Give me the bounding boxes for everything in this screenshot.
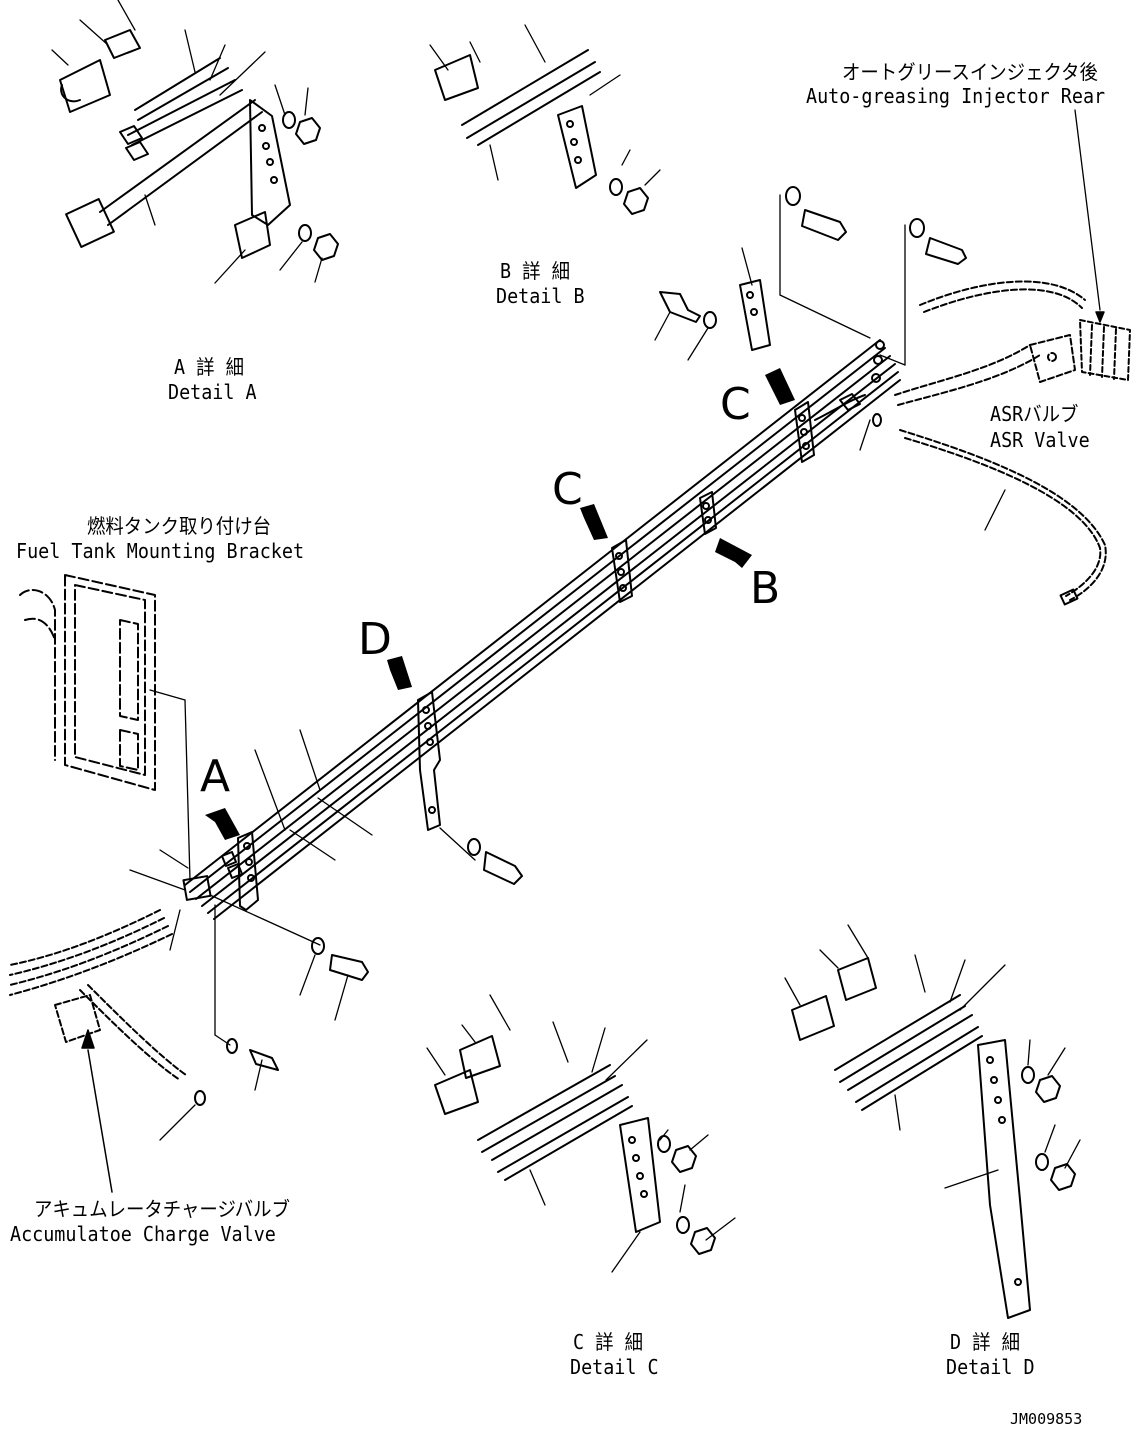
fuel-tank-label-jp: 燃料タンク取り付け台: [87, 514, 271, 538]
detail-c-title-jp: C 詳 細: [573, 1330, 644, 1354]
detail-a-title-en: Detail A: [168, 380, 257, 404]
detail-c-drawing: [434, 1035, 716, 1255]
bracket-d-bolt: [467, 838, 523, 885]
bracket-a-bolt: [311, 937, 369, 981]
bracket-a-main: [221, 831, 259, 911]
arrows: [205, 368, 795, 840]
callout-b: B: [750, 563, 781, 614]
leader-lines-main: [129, 109, 1101, 1141]
fuel-tank-bracket: [19, 574, 156, 791]
detail-a-leaders: [51, 0, 323, 284]
right-end-fittings: [814, 340, 885, 427]
accumulator-label-en: Accumulatoe Charge Valve: [10, 1222, 276, 1246]
grease-leader-arrow: [1095, 311, 1105, 323]
asr-hose: [899, 429, 1107, 606]
hoses-to-injector: [894, 280, 1086, 406]
detail-d-title-en: Detail D: [946, 1355, 1035, 1379]
accumulator-valve: [54, 984, 187, 1081]
main-pipe-assembly: [182, 339, 901, 920]
asr-valve-block: [1029, 334, 1076, 383]
fuel-tank-label-en: Fuel Tank Mounting Bracket: [16, 539, 305, 563]
detail-b-title-en: Detail B: [496, 284, 585, 308]
accumulator-label-jp: アキュムレータチャージバルブ: [34, 1197, 290, 1221]
detail-b-leaders: [429, 24, 661, 186]
drawing-id: JM009853: [1010, 1410, 1083, 1428]
bracket-d-main: [417, 691, 441, 831]
injector-block: [1079, 319, 1131, 381]
top-right-bolts: [659, 186, 967, 351]
callout-a: A: [200, 751, 231, 802]
detail-c-title-en: Detail C: [570, 1355, 659, 1379]
detail-b-drawing: [434, 49, 649, 215]
callout-c-1: C: [552, 464, 583, 515]
detail-d-leaders: [784, 924, 1081, 1189]
lower-fittings: [194, 1038, 279, 1106]
detail-a-drawing: [59, 29, 339, 261]
callout-d: D: [358, 614, 392, 665]
auto-grease-label-jp: オートグリースインジェクタ後: [842, 60, 1098, 84]
detail-b-title-jp: B 詳 細: [500, 259, 571, 283]
detail-d-title-jp: D 詳 細: [950, 1330, 1021, 1354]
asr-label-en: ASR Valve: [990, 428, 1090, 452]
bracket-c-main-2: [794, 401, 815, 463]
bracket-c-main-1: [611, 539, 633, 603]
asr-label-jp: ASRバルブ: [990, 402, 1079, 426]
accumulator-leader: [81, 1029, 113, 1193]
lower-left-hoses: [9, 909, 173, 996]
auto-grease-label-en: Auto-greasing Injector Rear: [806, 84, 1106, 108]
callout-c-2: C: [720, 379, 751, 430]
detail-d-drawing: [791, 957, 1076, 1319]
detail-c-leaders: [426, 994, 736, 1273]
detail-a-title-jp: A 詳 細: [174, 355, 245, 379]
bracket-b-main: [699, 491, 717, 535]
